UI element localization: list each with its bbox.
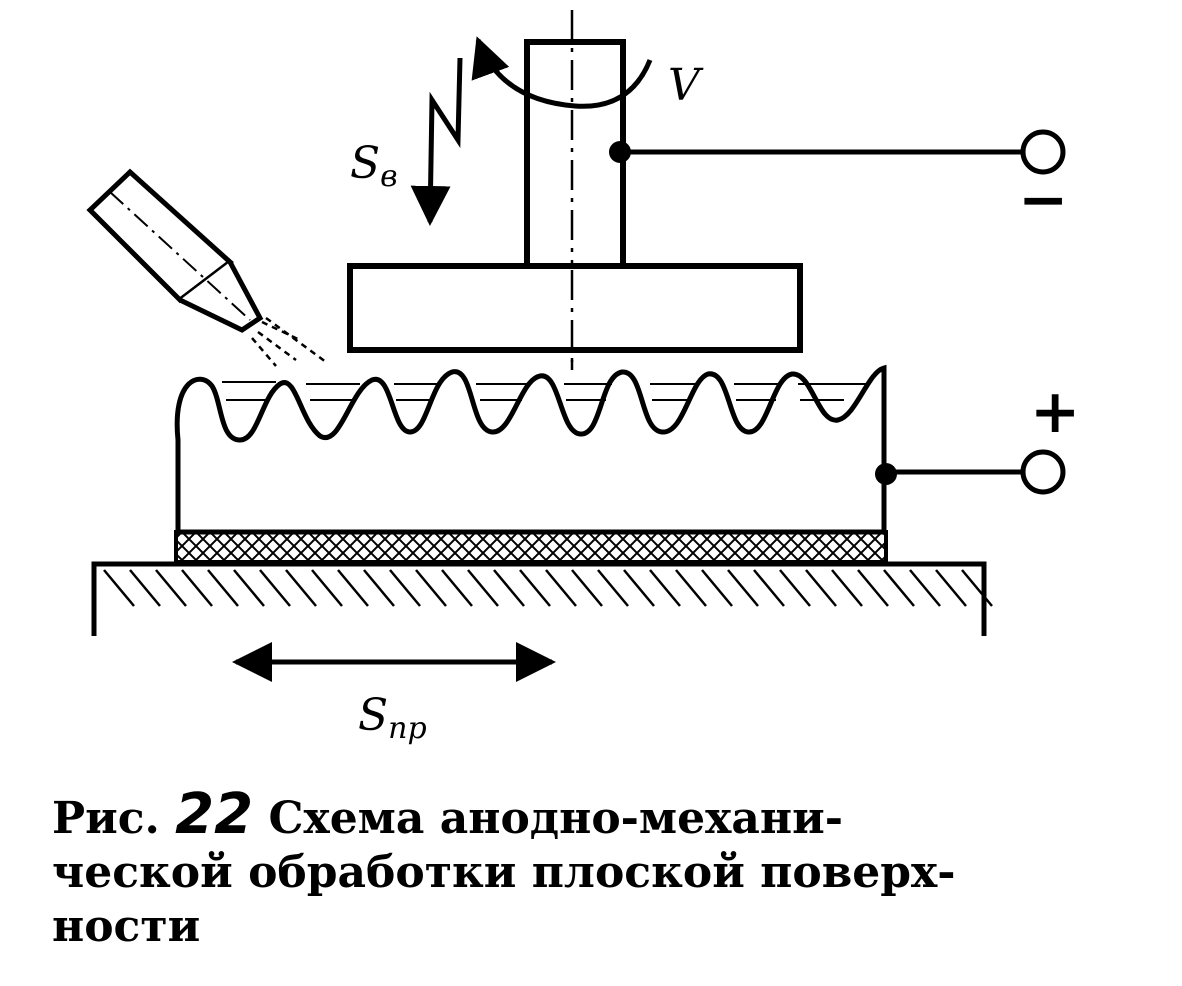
caption-line-1: Схема анодно-механи- <box>268 793 843 844</box>
hatch-line <box>467 569 499 607</box>
hatch-line <box>441 569 473 607</box>
hatch-line <box>883 569 915 607</box>
hatch-line <box>831 569 863 607</box>
hatch-line <box>805 569 837 607</box>
longitudinal-feed-label: Sпр <box>358 690 427 746</box>
hatch-line <box>961 569 993 607</box>
hatch-line <box>389 569 421 607</box>
positive-sign: + <box>1030 377 1080 447</box>
hatch-line <box>675 569 707 607</box>
hatch-line <box>701 569 733 607</box>
hatch-line <box>233 569 265 607</box>
hatch-line <box>415 569 447 607</box>
figure-caption: Рис. 22 Схема анодно-механи- ческой обра… <box>52 787 1132 954</box>
vertical-feed-label: Sв <box>350 138 398 194</box>
negative-sign: − <box>1018 165 1068 235</box>
hatch-line <box>571 569 603 607</box>
hatch-line <box>155 569 187 607</box>
hatch-line <box>519 569 551 607</box>
spindle-shaft <box>524 39 626 269</box>
insulating-layer <box>174 530 888 564</box>
caption-line-3: ности <box>52 901 201 952</box>
hatch-line <box>129 569 161 607</box>
electrolyte-spray <box>251 316 327 367</box>
hatch-line <box>753 569 785 607</box>
workpiece <box>174 364 887 535</box>
hatch-line <box>909 569 941 607</box>
rotation-label: V <box>668 60 704 111</box>
workpiece-contact <box>875 463 897 485</box>
hatch-line <box>311 569 343 607</box>
negative-terminal <box>1020 129 1066 175</box>
caption-line-2: ческой обработки плоской поверх- <box>52 847 956 898</box>
hatch-line <box>337 569 369 607</box>
hatch-line <box>259 569 291 607</box>
hatch-line <box>623 569 655 607</box>
table-hatching <box>103 569 993 607</box>
hatch-line <box>935 569 967 607</box>
hatch-line <box>207 569 239 607</box>
electrolyte-nozzle <box>86 168 264 333</box>
hatch-line <box>181 569 213 607</box>
electrolyte-level <box>222 381 870 401</box>
hatch-line <box>545 569 577 607</box>
hatch-line <box>285 569 317 607</box>
rotation-arrow <box>471 36 653 109</box>
hatch-line <box>597 569 629 607</box>
positive-terminal <box>1020 449 1066 495</box>
machine-table <box>91 561 987 636</box>
hatch-line <box>857 569 889 607</box>
hatch-line <box>649 569 681 607</box>
hatch-line <box>779 569 811 607</box>
hatch-line <box>103 569 135 607</box>
hatch-line <box>363 569 395 607</box>
figure-number: 22 <box>175 782 254 847</box>
spindle-contact <box>609 141 631 163</box>
vertical-feed-arrow <box>410 57 463 226</box>
caption-prefix: Рис. <box>52 793 160 844</box>
hatch-line <box>727 569 759 607</box>
tool-disc <box>347 263 803 353</box>
hatch-line <box>493 569 525 607</box>
